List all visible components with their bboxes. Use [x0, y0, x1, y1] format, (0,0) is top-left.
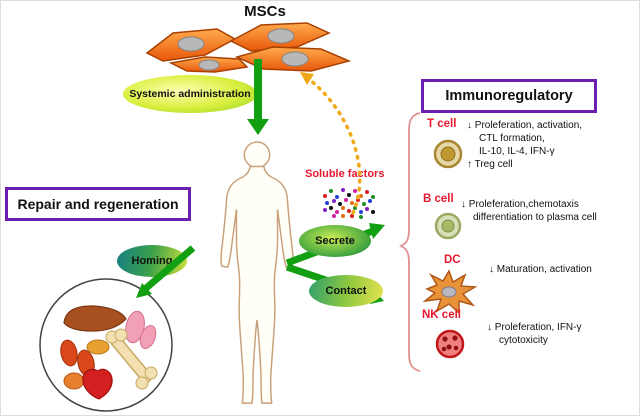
dc-line-1: ↓ Maturation, activation	[489, 264, 592, 275]
lung-icon-2	[139, 324, 157, 350]
b-cell-line-2: differentiation to plasma cell	[473, 212, 597, 223]
t-cell-label: T cell	[427, 118, 457, 130]
contact-node: Contact	[309, 275, 383, 307]
soluble-factors-dots-icon	[323, 188, 375, 219]
dc-label: DC	[444, 254, 461, 266]
t-cell-line-3: IL-10, IL-4, IFN-γ	[479, 146, 555, 157]
t-cell-line-4: ↑ Treg cell	[467, 159, 513, 170]
immunoregulatory-box: Immunoregulatory	[421, 79, 597, 113]
secrete-node: Secrete	[299, 225, 371, 257]
msc-cells-icon	[145, 22, 352, 73]
t-cell-line-1: ↓ Proleferation, activation,	[467, 120, 583, 131]
b-cell-label: B cell	[423, 193, 454, 205]
kidney-icon	[60, 339, 78, 367]
repair-regeneration-box: Repair and regeneration	[5, 187, 191, 221]
liver-icon	[63, 305, 127, 332]
nk-line-2: cytotoxicity	[499, 335, 548, 346]
b-cell-description: ↓ Proleferation,chemotaxis differentiati…	[461, 198, 639, 224]
nk-cell-icon	[435, 329, 465, 359]
systemic-administration-node: Systemic administration	[123, 75, 257, 113]
mscs-title: MSCs	[244, 3, 286, 20]
target-organs-circle	[39, 278, 173, 412]
lung-icon	[125, 310, 145, 344]
stomach-icon	[86, 339, 110, 355]
bone-icon	[105, 328, 158, 390]
homing-node: Homing	[117, 245, 187, 277]
b-cell-icon	[434, 212, 462, 240]
secrete-arrowhead	[369, 223, 385, 239]
t-cell-line-2: CTL formation,	[479, 133, 545, 144]
dendritic-cell-icon	[422, 269, 478, 315]
nk-cell-description: ↓ Proleferation, IFN-γ cytotoxicity	[487, 321, 637, 347]
intestine-icon	[63, 372, 85, 390]
t-cell-icon	[433, 139, 463, 169]
nk-cell-label: NK cell	[422, 309, 461, 321]
heart-icon	[82, 368, 113, 400]
dc-description: ↓ Maturation, activation	[489, 263, 639, 276]
t-cell-description: ↓ Proleferation, activation, CTL formati…	[467, 119, 639, 171]
soluble-factors-label: Soluble factors	[305, 168, 385, 180]
nk-line-1: ↓ Proleferation, IFN-γ	[487, 322, 582, 333]
b-cell-line-1: ↓ Proleferation,chemotaxis	[461, 199, 579, 210]
